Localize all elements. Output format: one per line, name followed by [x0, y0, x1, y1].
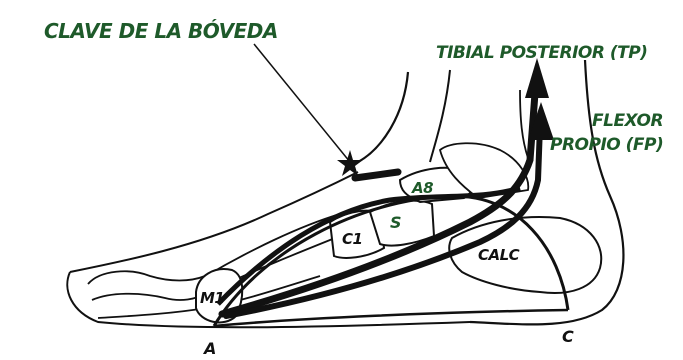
label-c1: C1: [342, 230, 362, 248]
label-point-a: A: [202, 339, 216, 358]
label-s: S: [390, 213, 401, 232]
label-clave-boveda: CLAVE DE LA BÓVEDA: [44, 19, 278, 43]
keystone-star-icon: [337, 150, 363, 176]
keystone-pointer-line: [254, 44, 350, 162]
label-a8: A8: [411, 179, 433, 197]
label-flexor-line1: FLEXOR: [592, 111, 663, 131]
label-point-c: C: [562, 327, 574, 346]
arrow-head-tp: [525, 58, 549, 98]
label-m1: M1: [200, 289, 224, 307]
toes-outline: [88, 271, 208, 318]
achilles-line: [520, 90, 528, 158]
label-calc: CALC: [478, 246, 520, 264]
bone-calcaneus: [449, 217, 601, 293]
leg-outline-front: [358, 72, 408, 162]
label-flexor-line2: PROPIO (FP): [550, 135, 663, 155]
label-tibial-posterior: TIBIAL POSTERIOR (TP): [436, 43, 647, 63]
arch-keystone-bar: [355, 172, 398, 178]
